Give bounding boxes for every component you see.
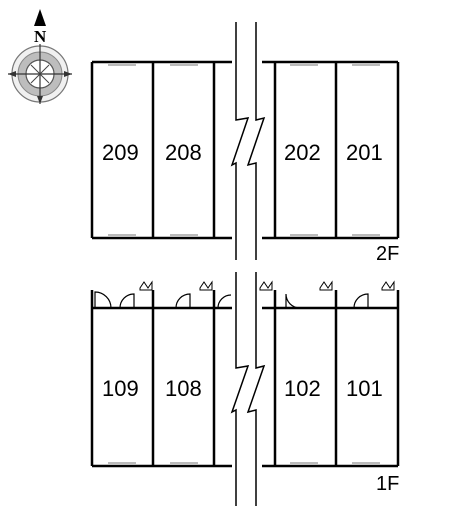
north-label: N — [34, 27, 47, 46]
floor-1f: 109 108 102 101 1F — [90, 280, 399, 495]
unit-108: 108 — [165, 376, 202, 401]
door-icons — [94, 291, 369, 309]
unit-109: 109 — [102, 376, 139, 401]
unit-102: 102 — [284, 376, 321, 401]
floor-label-2f: 2F — [376, 243, 399, 265]
unit-201: 201 — [346, 140, 383, 165]
unit-209: 209 — [102, 140, 139, 165]
unit-101: 101 — [346, 376, 383, 401]
compass-rose-icon: N — [8, 9, 72, 104]
floor-label-1f: 1F — [376, 473, 399, 495]
break-symbol — [230, 22, 266, 506]
unit-208: 208 — [165, 140, 202, 165]
unit-202: 202 — [284, 140, 321, 165]
floor-2f: 209 208 202 201 2F — [90, 60, 399, 265]
